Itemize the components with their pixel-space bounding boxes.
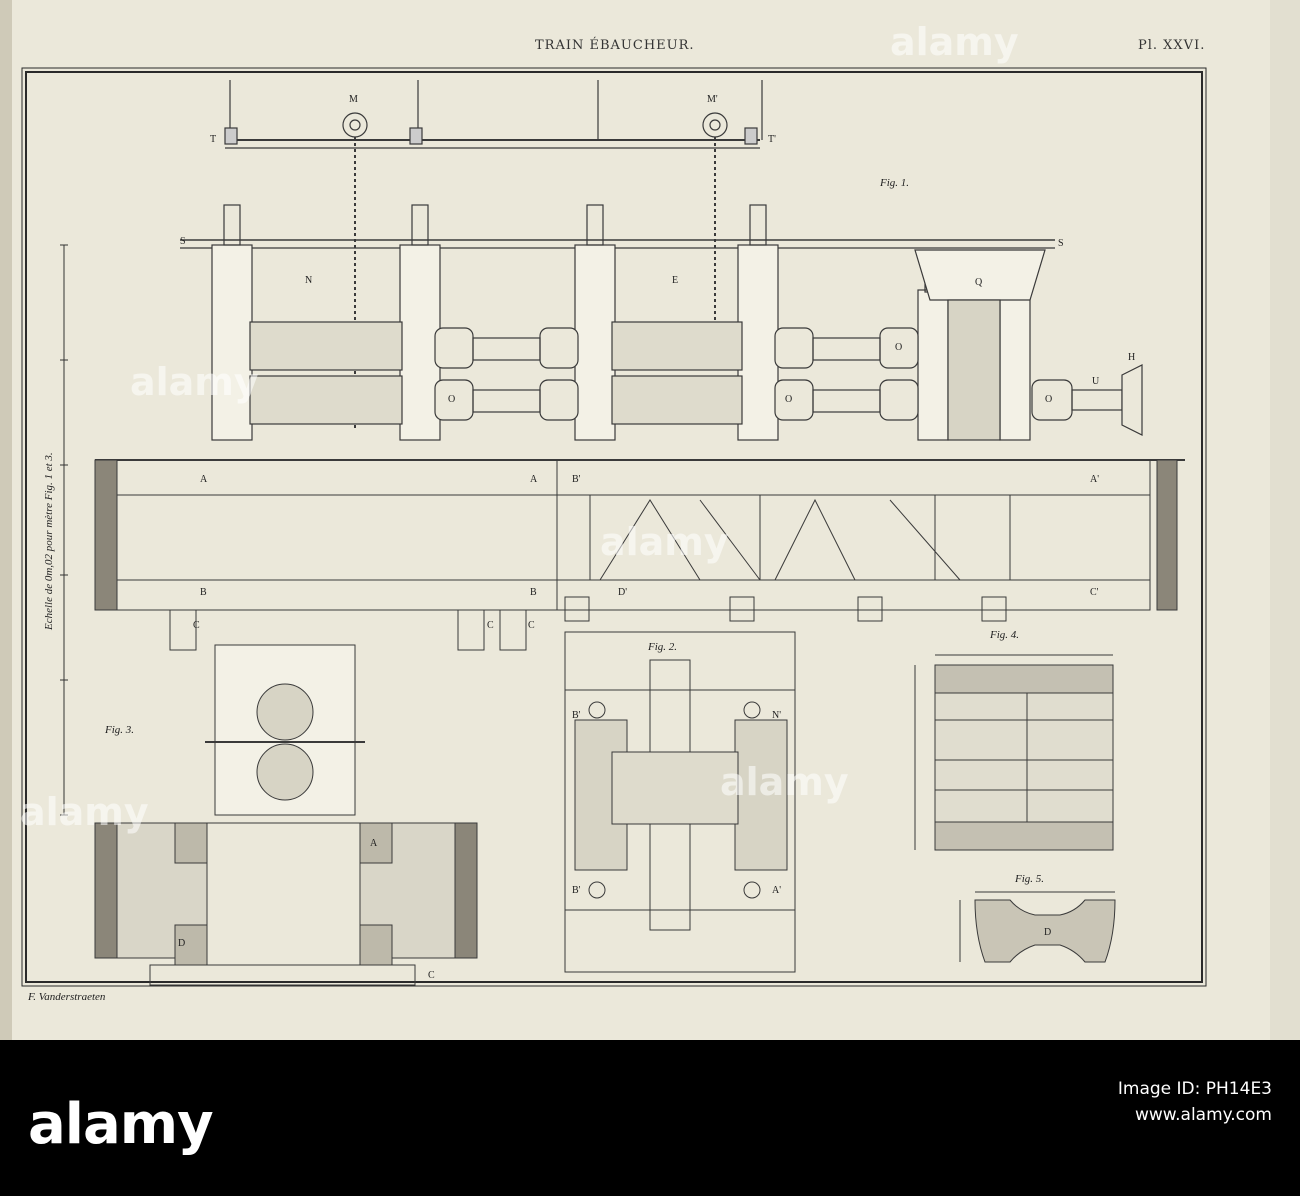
letter-O-4: O — [1045, 394, 1052, 405]
fig4-label: Fig. 4. — [989, 629, 1019, 641]
fig3-letter-C: C — [428, 970, 435, 981]
engraved-plate: Echelle de 0m,02 pour mètre Fig. 1 et 3. — [0, 0, 1300, 1040]
site-url: www.alamy.com — [1134, 1105, 1272, 1125]
image-id: Image ID: PH14E3 — [1117, 1079, 1272, 1099]
letter-U: U — [1092, 376, 1100, 387]
plate-title: TRAIN ÉBAUCHEUR. — [535, 38, 695, 53]
letter-O-1: O — [448, 394, 455, 405]
letter-C-3: C — [528, 620, 535, 631]
letter-T-prime: T' — [768, 134, 776, 145]
letter-N: N — [305, 275, 312, 286]
fig2-plan — [564, 631, 796, 973]
letter-A-2: A — [530, 474, 538, 485]
letter-E: E — [672, 275, 678, 286]
fig2-letter-B-prime-bottom: B' — [572, 885, 581, 896]
letter-S: S — [180, 236, 186, 247]
letter-T: T — [210, 134, 216, 145]
letter-B-2: B — [530, 587, 537, 598]
letter-A-prime: A' — [1090, 474, 1099, 485]
fig1-label: Fig. 1. — [879, 177, 909, 189]
binding-edge — [0, 0, 12, 1040]
fig2-letter-B-prime-top: B' — [572, 710, 581, 721]
letter-C-prime: C' — [1090, 587, 1099, 598]
fig3-label: Fig. 3. — [104, 724, 134, 736]
letter-Q: Q — [975, 277, 983, 288]
fig2-letter-N-prime: N' — [772, 710, 781, 721]
footer-brand: alamy — [28, 1092, 214, 1157]
letter-O-3: O — [895, 342, 902, 353]
fig3-letter-D: D — [178, 938, 185, 949]
scale-label: Echelle de 0m,02 pour mètre Fig. 1 et 3. — [43, 452, 55, 631]
letter-D-prime: D' — [618, 587, 627, 598]
letter-C-1: C — [193, 620, 200, 631]
fig1-foundation — [94, 459, 1178, 651]
plate-frame-inner — [25, 71, 1203, 983]
letter-M: M — [349, 94, 358, 105]
letter-O-2: O — [785, 394, 792, 405]
fig1-elevation — [95, 80, 1185, 461]
letter-C-2: C — [487, 620, 494, 631]
fig4-cross-section — [914, 654, 1114, 851]
fig2-label: Fig. 2. — [647, 641, 677, 653]
scale-bar — [60, 244, 68, 816]
fig5-rail-profile — [959, 891, 1116, 963]
plate-number: Pl. XXVI. — [1138, 38, 1206, 53]
fig5-letter-D: D — [1044, 927, 1051, 938]
letter-M-prime: M' — [707, 94, 718, 105]
fig3-letter-A: A — [370, 838, 378, 849]
fig3-section — [94, 644, 478, 986]
letter-H: H — [1128, 352, 1135, 363]
letter-S-right: S — [1058, 238, 1064, 249]
footer-credit: Image ID: PH14E3 www.alamy.com — [1118, 1076, 1272, 1128]
engraver-credit: F. Vanderstraeten — [27, 991, 106, 1003]
plate-frame-outer — [21, 67, 1207, 987]
fig2-letter-A-prime: A' — [772, 885, 781, 896]
fig5-label: Fig. 5. — [1014, 873, 1044, 885]
page-edge — [1270, 0, 1300, 1040]
letter-B-1: B — [200, 587, 207, 598]
stock-footer — [0, 1040, 1300, 1196]
letter-B-prime: B' — [572, 474, 581, 485]
letter-A-1: A — [200, 474, 208, 485]
plate-drawing: Echelle de 0m,02 pour mètre Fig. 1 et 3. — [0, 0, 1300, 1040]
